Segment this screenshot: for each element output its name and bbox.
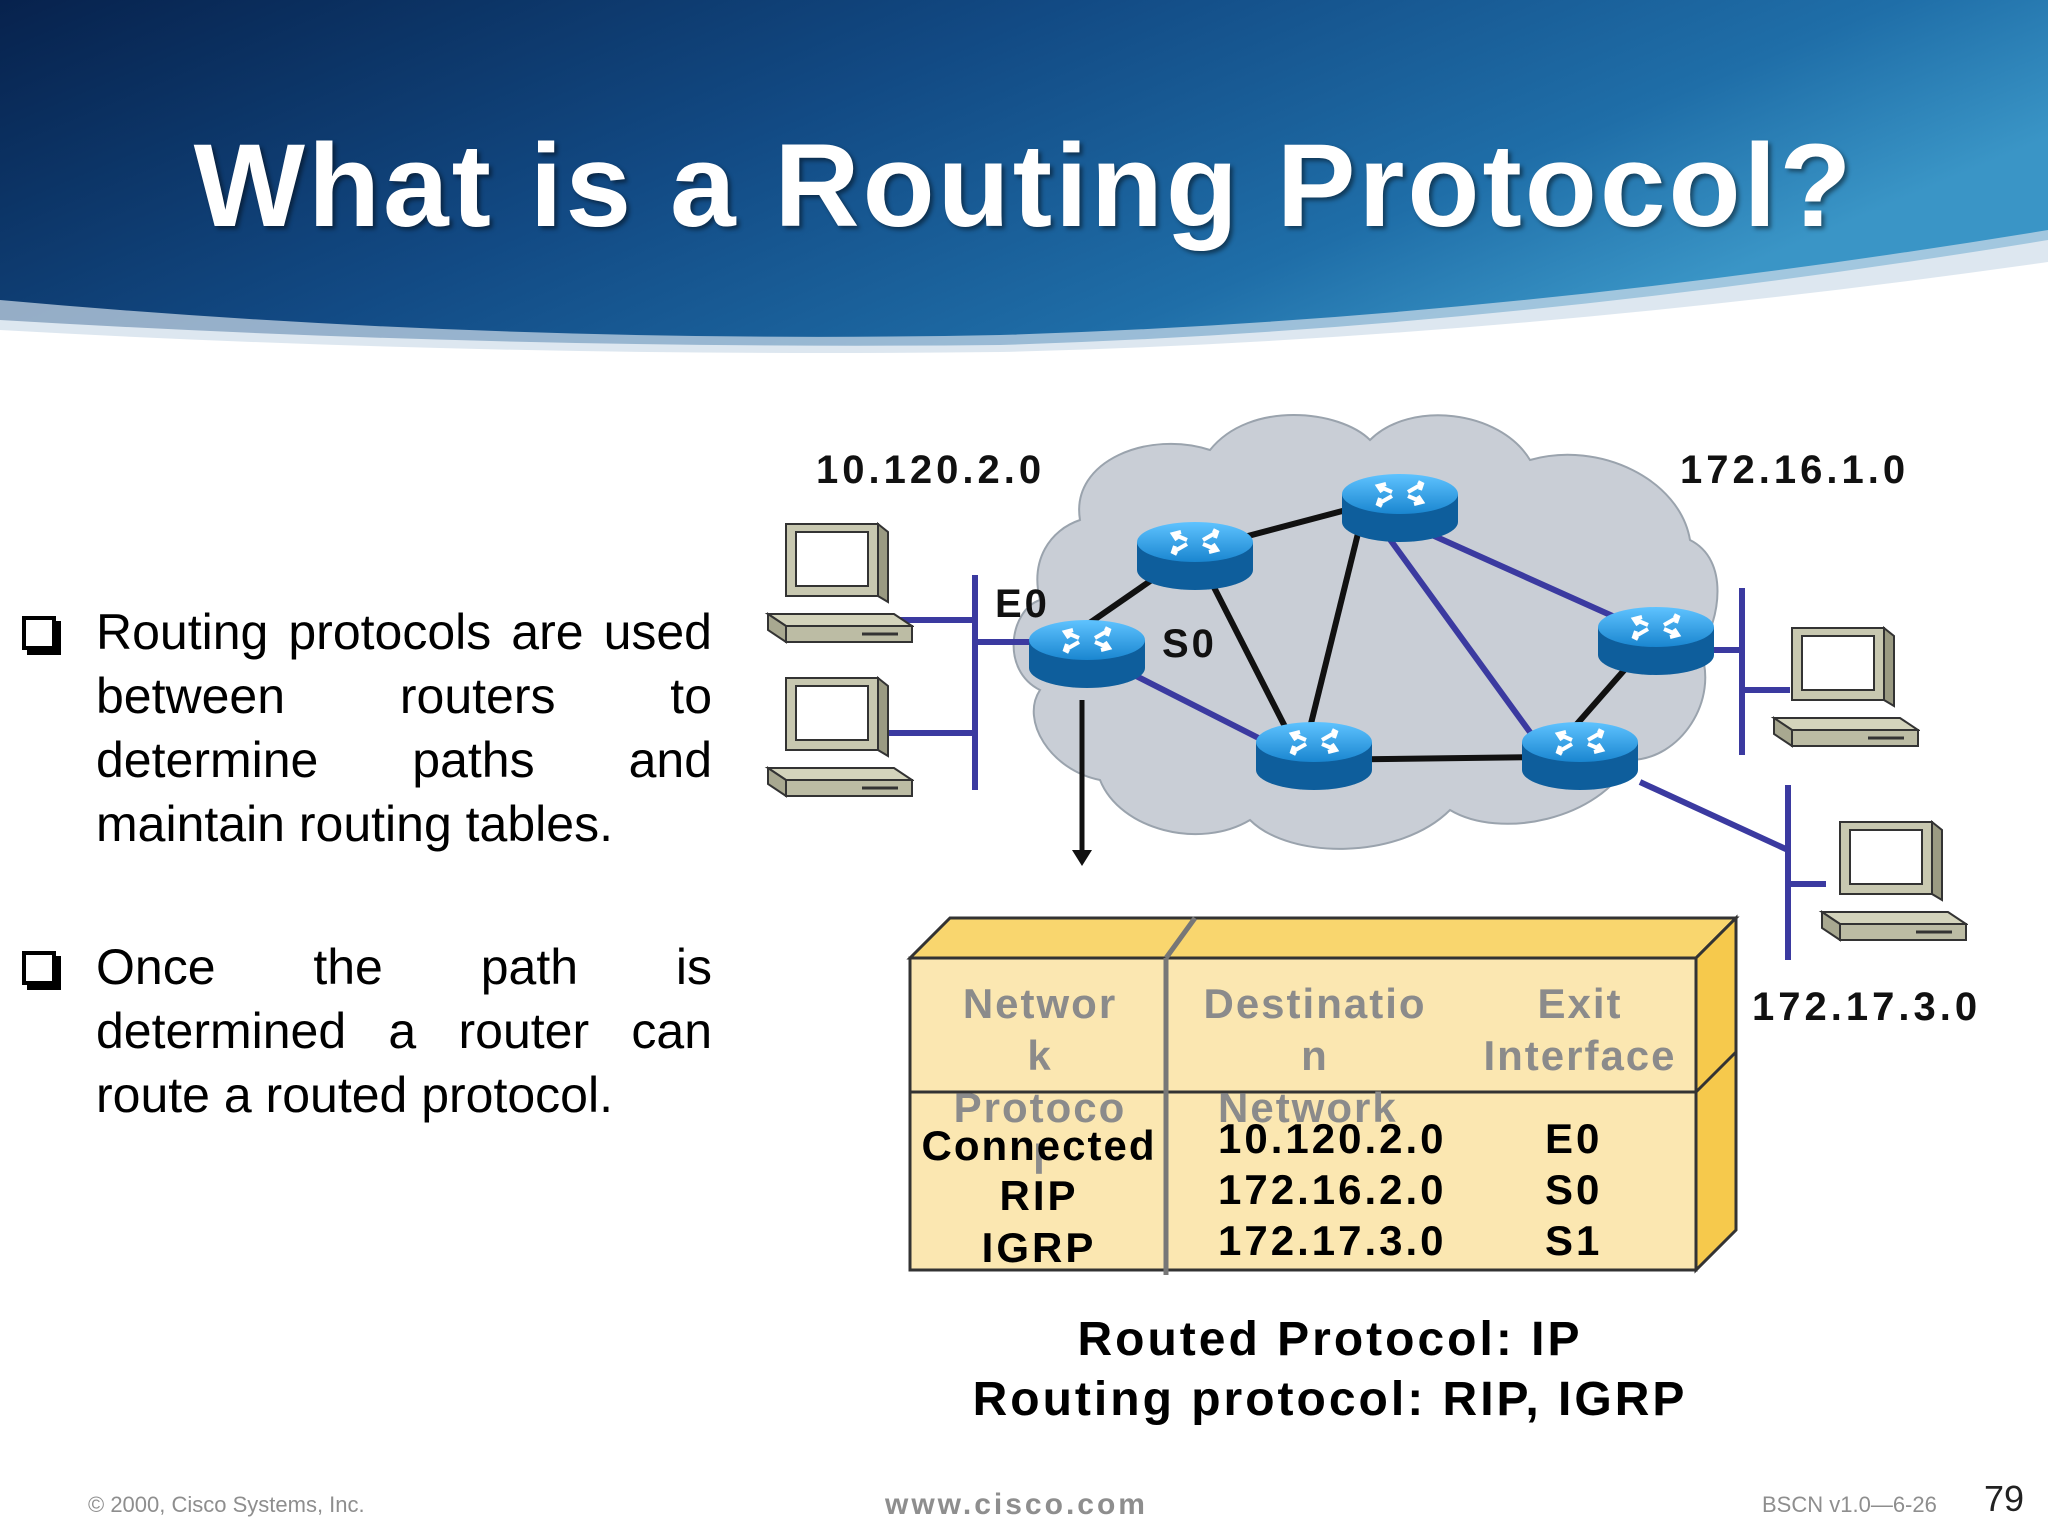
workstation-icon	[766, 676, 914, 798]
router-icon	[1254, 720, 1374, 792]
bullet-text: Routing protocols are used between route…	[96, 604, 712, 852]
caption-routing-protocol: Routing protocol: RIP, IGRP	[972, 1373, 1688, 1426]
router-icon	[1135, 520, 1255, 592]
slide-title: What is a Routing Protocol?	[193, 120, 1855, 252]
workstation-icon	[1772, 626, 1920, 748]
cell-protocol: IGRP	[981, 1224, 1097, 1271]
checkbox-bullet-icon	[22, 951, 56, 985]
cell-destination: 10.120.2.0	[1218, 1115, 1447, 1162]
cell-destination: 172.17.3.0	[1218, 1217, 1447, 1264]
caption-routed-protocol: Routed Protocol: IP	[1077, 1313, 1583, 1366]
router-icon	[1520, 720, 1640, 792]
cell-exit: E0	[1545, 1115, 1603, 1162]
bullet-text: Once the path is determined a router can…	[96, 939, 712, 1123]
title-banner	[0, 0, 2048, 354]
cell-protocol: Connected	[921, 1122, 1157, 1169]
footer-url: www.cisco.com	[885, 1488, 1148, 1521]
router-icon	[1596, 605, 1716, 677]
router-icon	[1027, 618, 1147, 690]
router-icon	[1340, 472, 1460, 544]
routing-table-box	[906, 914, 1740, 1275]
cell-exit: S0	[1545, 1166, 1603, 1213]
header-exit-interface: Exit Interface	[1483, 980, 1677, 1079]
interface-label-s0: S0	[1162, 622, 1217, 666]
cell-exit: S1	[1545, 1217, 1603, 1264]
footer-course-code: BSCN v1.0—6-26	[1762, 1492, 1937, 1517]
cell-destination: 172.16.2.0	[1218, 1166, 1447, 1213]
workstation-icon	[766, 522, 914, 644]
footer-copyright: © 2000, Cisco Systems, Inc.	[88, 1492, 365, 1517]
header-network-protocol: Networ k Protoco l	[953, 980, 1127, 1183]
network-label-bottom-right: 172.17.3.0	[1752, 985, 1982, 1029]
workstation-icon	[1820, 820, 1968, 942]
header-destination-network: Destinatio n Network	[1203, 980, 1427, 1131]
interface-label-e0: E0	[995, 582, 1050, 626]
page-number: 79	[1984, 1478, 2025, 1519]
network-label-left: 10.120.2.0	[816, 448, 1046, 492]
cell-protocol: RIP	[999, 1172, 1079, 1219]
network-label-top-right: 172.16.1.0	[1680, 448, 1910, 492]
checkbox-bullet-icon	[22, 616, 56, 650]
